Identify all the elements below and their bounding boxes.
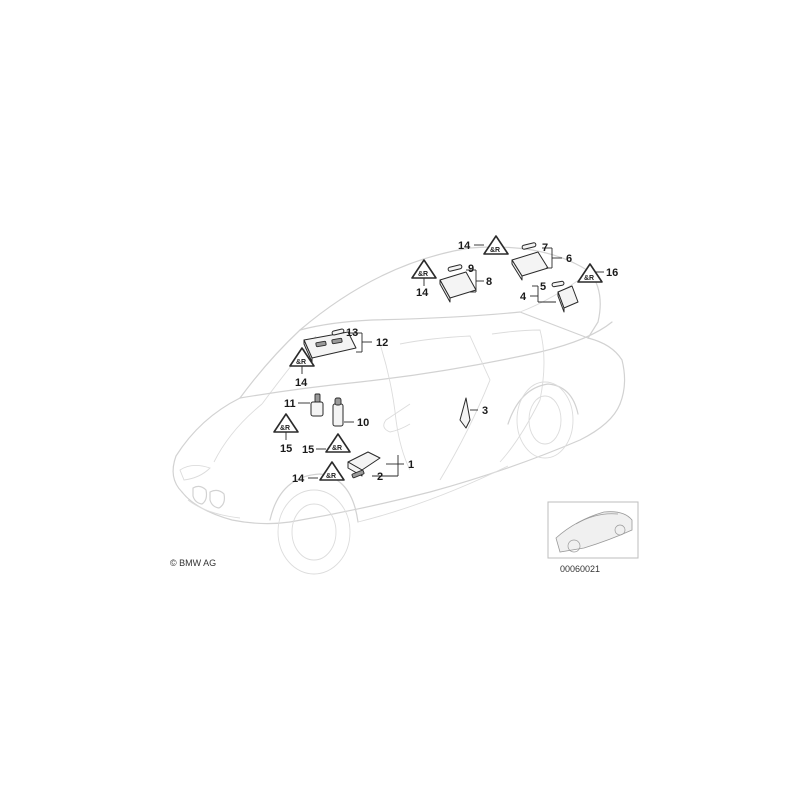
callout-7: 7 <box>542 242 548 254</box>
callout-10: 10 <box>357 417 369 429</box>
callout-12: 12 <box>376 337 388 349</box>
svg-text:&R: &R <box>280 425 290 432</box>
copyright-label: © BMW AG <box>170 558 216 568</box>
car-outline <box>172 246 626 575</box>
svg-text:&R: &R <box>584 275 594 282</box>
callout-16: 16 <box>606 267 618 279</box>
warning-triangle-icon <box>577 263 603 283</box>
callout-5: 5 <box>540 281 546 293</box>
svg-text:&R: &R <box>490 247 500 254</box>
callout-14-front: 14 <box>295 377 308 389</box>
callout-2: 2 <box>377 471 383 483</box>
svg-text:&R: &R <box>332 445 342 452</box>
callout-4: 4 <box>520 291 527 303</box>
warning-triangle-icon <box>325 433 351 453</box>
warning-triangle-14-middle: &R 14 <box>411 259 437 299</box>
callout-6: 6 <box>566 253 572 265</box>
callout-13: 13 <box>346 327 358 339</box>
callout-11: 11 <box>284 398 296 410</box>
callout-15-left: 15 <box>280 443 292 455</box>
warning-triangle-icon <box>483 235 509 255</box>
svg-text:&R: &R <box>326 473 336 480</box>
part-trunk-lamp: 5 4 <box>520 280 579 313</box>
part-bulb-holder-11: 11 <box>284 393 324 417</box>
callout-1: 1 <box>408 459 414 471</box>
callout-15-right: 15 <box>302 444 314 456</box>
warning-triangle-16: &R 16 <box>577 263 618 283</box>
callout-3: 3 <box>482 405 488 417</box>
diagram-number: 00060021 <box>560 564 600 574</box>
callout-8: 8 <box>486 276 492 288</box>
warning-triangle-14-lower: &R 14 <box>292 461 345 485</box>
part-footwell-lamp <box>347 451 381 479</box>
callout-9: 9 <box>468 263 474 275</box>
thumbnail-inset: 00060021 <box>547 501 639 574</box>
warning-triangle-icon <box>319 461 345 481</box>
warning-triangle-14-rear: &R 14 <box>458 235 509 255</box>
part-middle-roof-lamp: 9 8 <box>439 263 492 303</box>
warning-triangle-14-front: &R 14 <box>289 347 315 389</box>
part-door-lamp: 3 <box>459 397 488 429</box>
svg-text:&R: &R <box>418 271 428 278</box>
warning-triangle-15-right: &R 15 <box>302 433 351 456</box>
part-front-roof-console: 13 12 <box>303 327 388 363</box>
callout-14-lower: 14 <box>292 473 305 485</box>
callout-14-middle: 14 <box>416 287 429 299</box>
bulb-2 <box>351 469 365 479</box>
callout-14-rear: 14 <box>458 240 471 252</box>
part-bulb-holder-10: 10 <box>332 397 369 429</box>
warning-triangle-15-left: &R 15 <box>273 413 299 455</box>
part-rear-roof-lamp: 7 6 <box>511 242 572 281</box>
svg-text:&R: &R <box>296 359 306 366</box>
callout-1-2: 1 2 <box>372 455 414 483</box>
